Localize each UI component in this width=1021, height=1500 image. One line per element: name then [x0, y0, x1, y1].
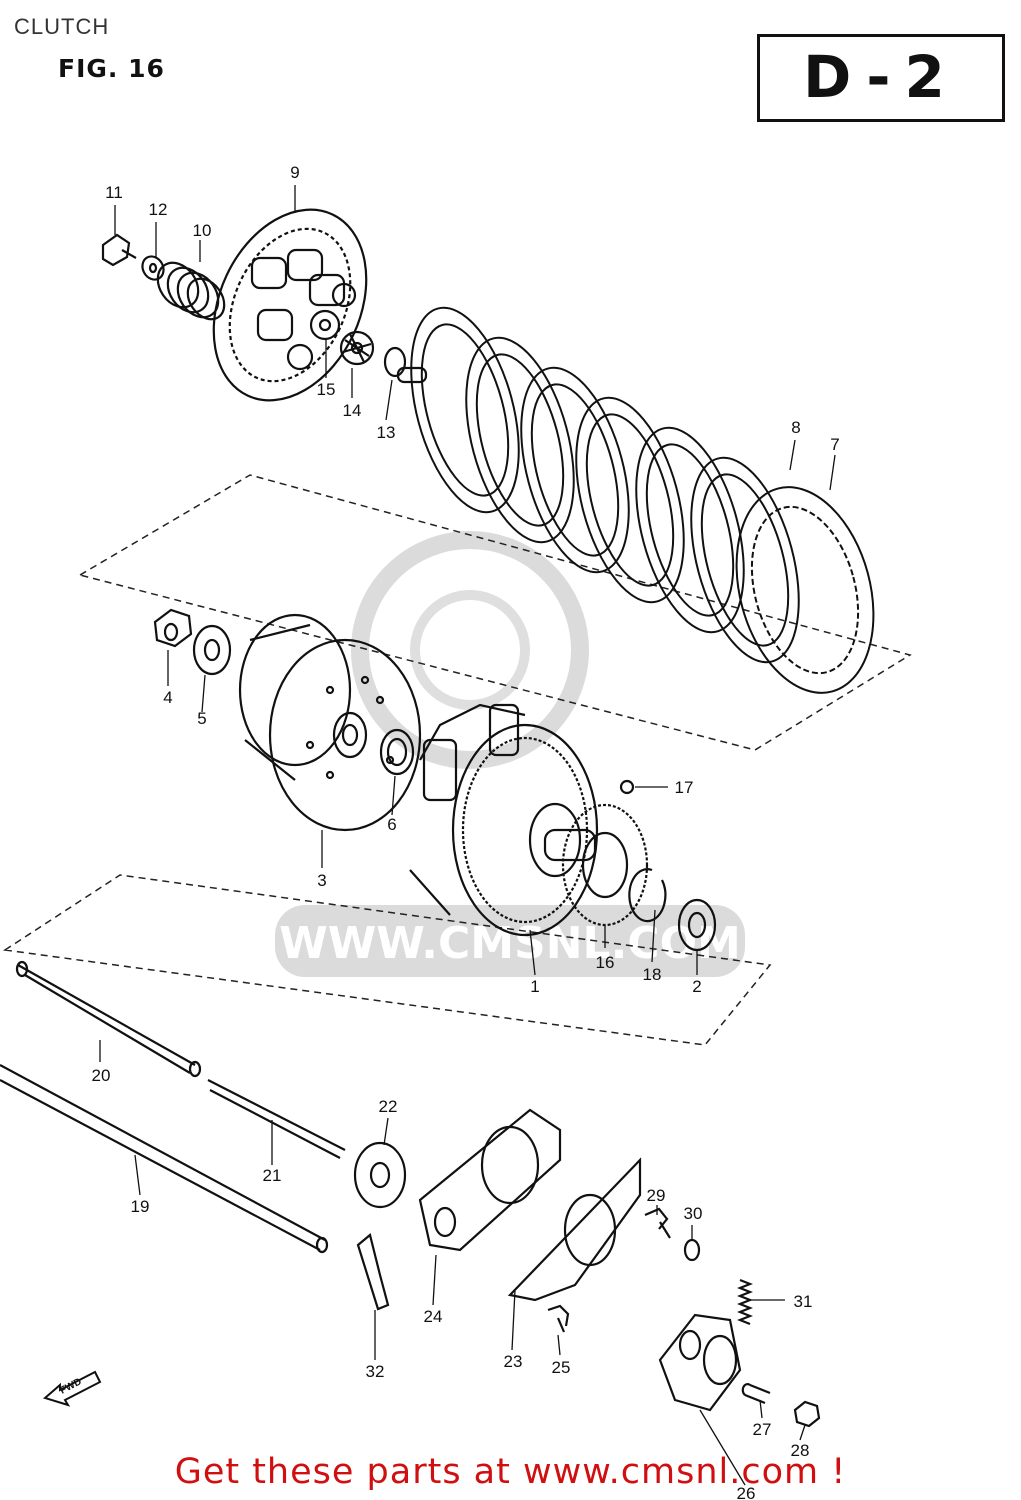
part-rod-21	[207, 1079, 346, 1159]
callout-30: 30	[684, 1204, 703, 1223]
callout-23: 23	[504, 1352, 523, 1371]
callout-16: 16	[596, 953, 615, 972]
part-push-piece-13	[383, 346, 428, 384]
part-washer-5-hole	[203, 638, 221, 662]
watermark: WWW.CMSNL.COM	[275, 531, 745, 977]
callout-1: 1	[530, 977, 539, 996]
part-circlip-18	[628, 868, 667, 923]
parts	[0, 208, 875, 1428]
watermark-text: WWW.CMSNL.COM	[279, 918, 741, 969]
callout-13: 13	[377, 423, 396, 442]
callout-32: 32	[366, 1362, 385, 1381]
part-spring-31	[737, 1278, 753, 1326]
callout-12: 12	[149, 200, 168, 219]
part-cover-23	[507, 1157, 642, 1302]
figure-number: FIG. 16	[58, 54, 165, 83]
part-pin-27	[741, 1383, 771, 1405]
sheet-code-box: D-2	[757, 34, 1005, 122]
part-washer-12	[141, 255, 165, 281]
part-nut-28	[793, 1400, 821, 1428]
callout-10: 10	[193, 221, 212, 240]
part-oil-seal-22	[353, 1141, 407, 1209]
callout-18: 18	[643, 965, 662, 984]
callout-14: 14	[343, 401, 362, 420]
callout-28: 28	[791, 1441, 810, 1460]
footer-promo-text: Get these parts at www.cmsnl.com !	[174, 1452, 847, 1492]
callout-21: 21	[263, 1166, 282, 1185]
callout-17: 17	[675, 778, 694, 797]
callout-9: 9	[290, 163, 299, 182]
part-washer-12-hole	[148, 262, 158, 274]
callout-31: 31	[794, 1292, 813, 1311]
part-washer-5	[192, 624, 232, 676]
part-lever-32	[356, 1233, 390, 1311]
callout-11: 11	[105, 183, 123, 202]
callout-22: 22	[379, 1097, 398, 1116]
callout-numbers: 11 12 10 9 15 14 13 8 7 4 5 6 3 1 16 18 …	[92, 163, 840, 1500]
callout-3: 3	[317, 871, 326, 890]
page-title: CLUTCH	[14, 14, 110, 39]
part-push-rod-20	[15, 960, 202, 1078]
part-gasket-24	[418, 1108, 562, 1252]
sheet-code: D-2	[803, 43, 959, 111]
part-release-26	[658, 1313, 742, 1412]
leader-lines	[99, 185, 836, 1486]
assembly-frames	[2, 474, 912, 1046]
part-screw-29	[644, 1207, 671, 1239]
part-bolt-25	[547, 1304, 570, 1333]
fwd-arrow: FWD	[42, 1370, 102, 1407]
part-clutch-housing-1	[409, 703, 599, 937]
part-bearing-14	[339, 330, 375, 366]
part-sleeve-hub-3	[238, 613, 422, 832]
part-rod-19	[0, 1064, 329, 1254]
part-washer-30	[683, 1238, 701, 1262]
callout-25: 25	[552, 1358, 571, 1377]
callout-26: 26	[737, 1484, 756, 1500]
callout-7: 7	[830, 435, 839, 454]
callout-15: 15	[317, 380, 336, 399]
part-bolt-11	[101, 233, 137, 267]
callout-8: 8	[791, 418, 800, 437]
part-spring-10	[156, 261, 226, 321]
callout-2: 2	[692, 977, 701, 996]
callout-5: 5	[197, 709, 206, 728]
part-thrust-washer-6	[379, 728, 415, 776]
callout-19: 19	[131, 1197, 150, 1216]
callout-24: 24	[424, 1307, 443, 1326]
part-pressure-plate-9	[212, 208, 368, 402]
part-nut-4	[153, 608, 193, 648]
part-nut-4-hole	[163, 622, 179, 642]
callout-6: 6	[387, 815, 396, 834]
callout-29: 29	[647, 1186, 666, 1205]
callout-4: 4	[163, 688, 172, 707]
part-clutch-plates-7-8	[410, 306, 875, 694]
callout-27: 27	[753, 1420, 772, 1439]
part-pin-17	[619, 779, 635, 795]
callout-20: 20	[92, 1066, 111, 1085]
